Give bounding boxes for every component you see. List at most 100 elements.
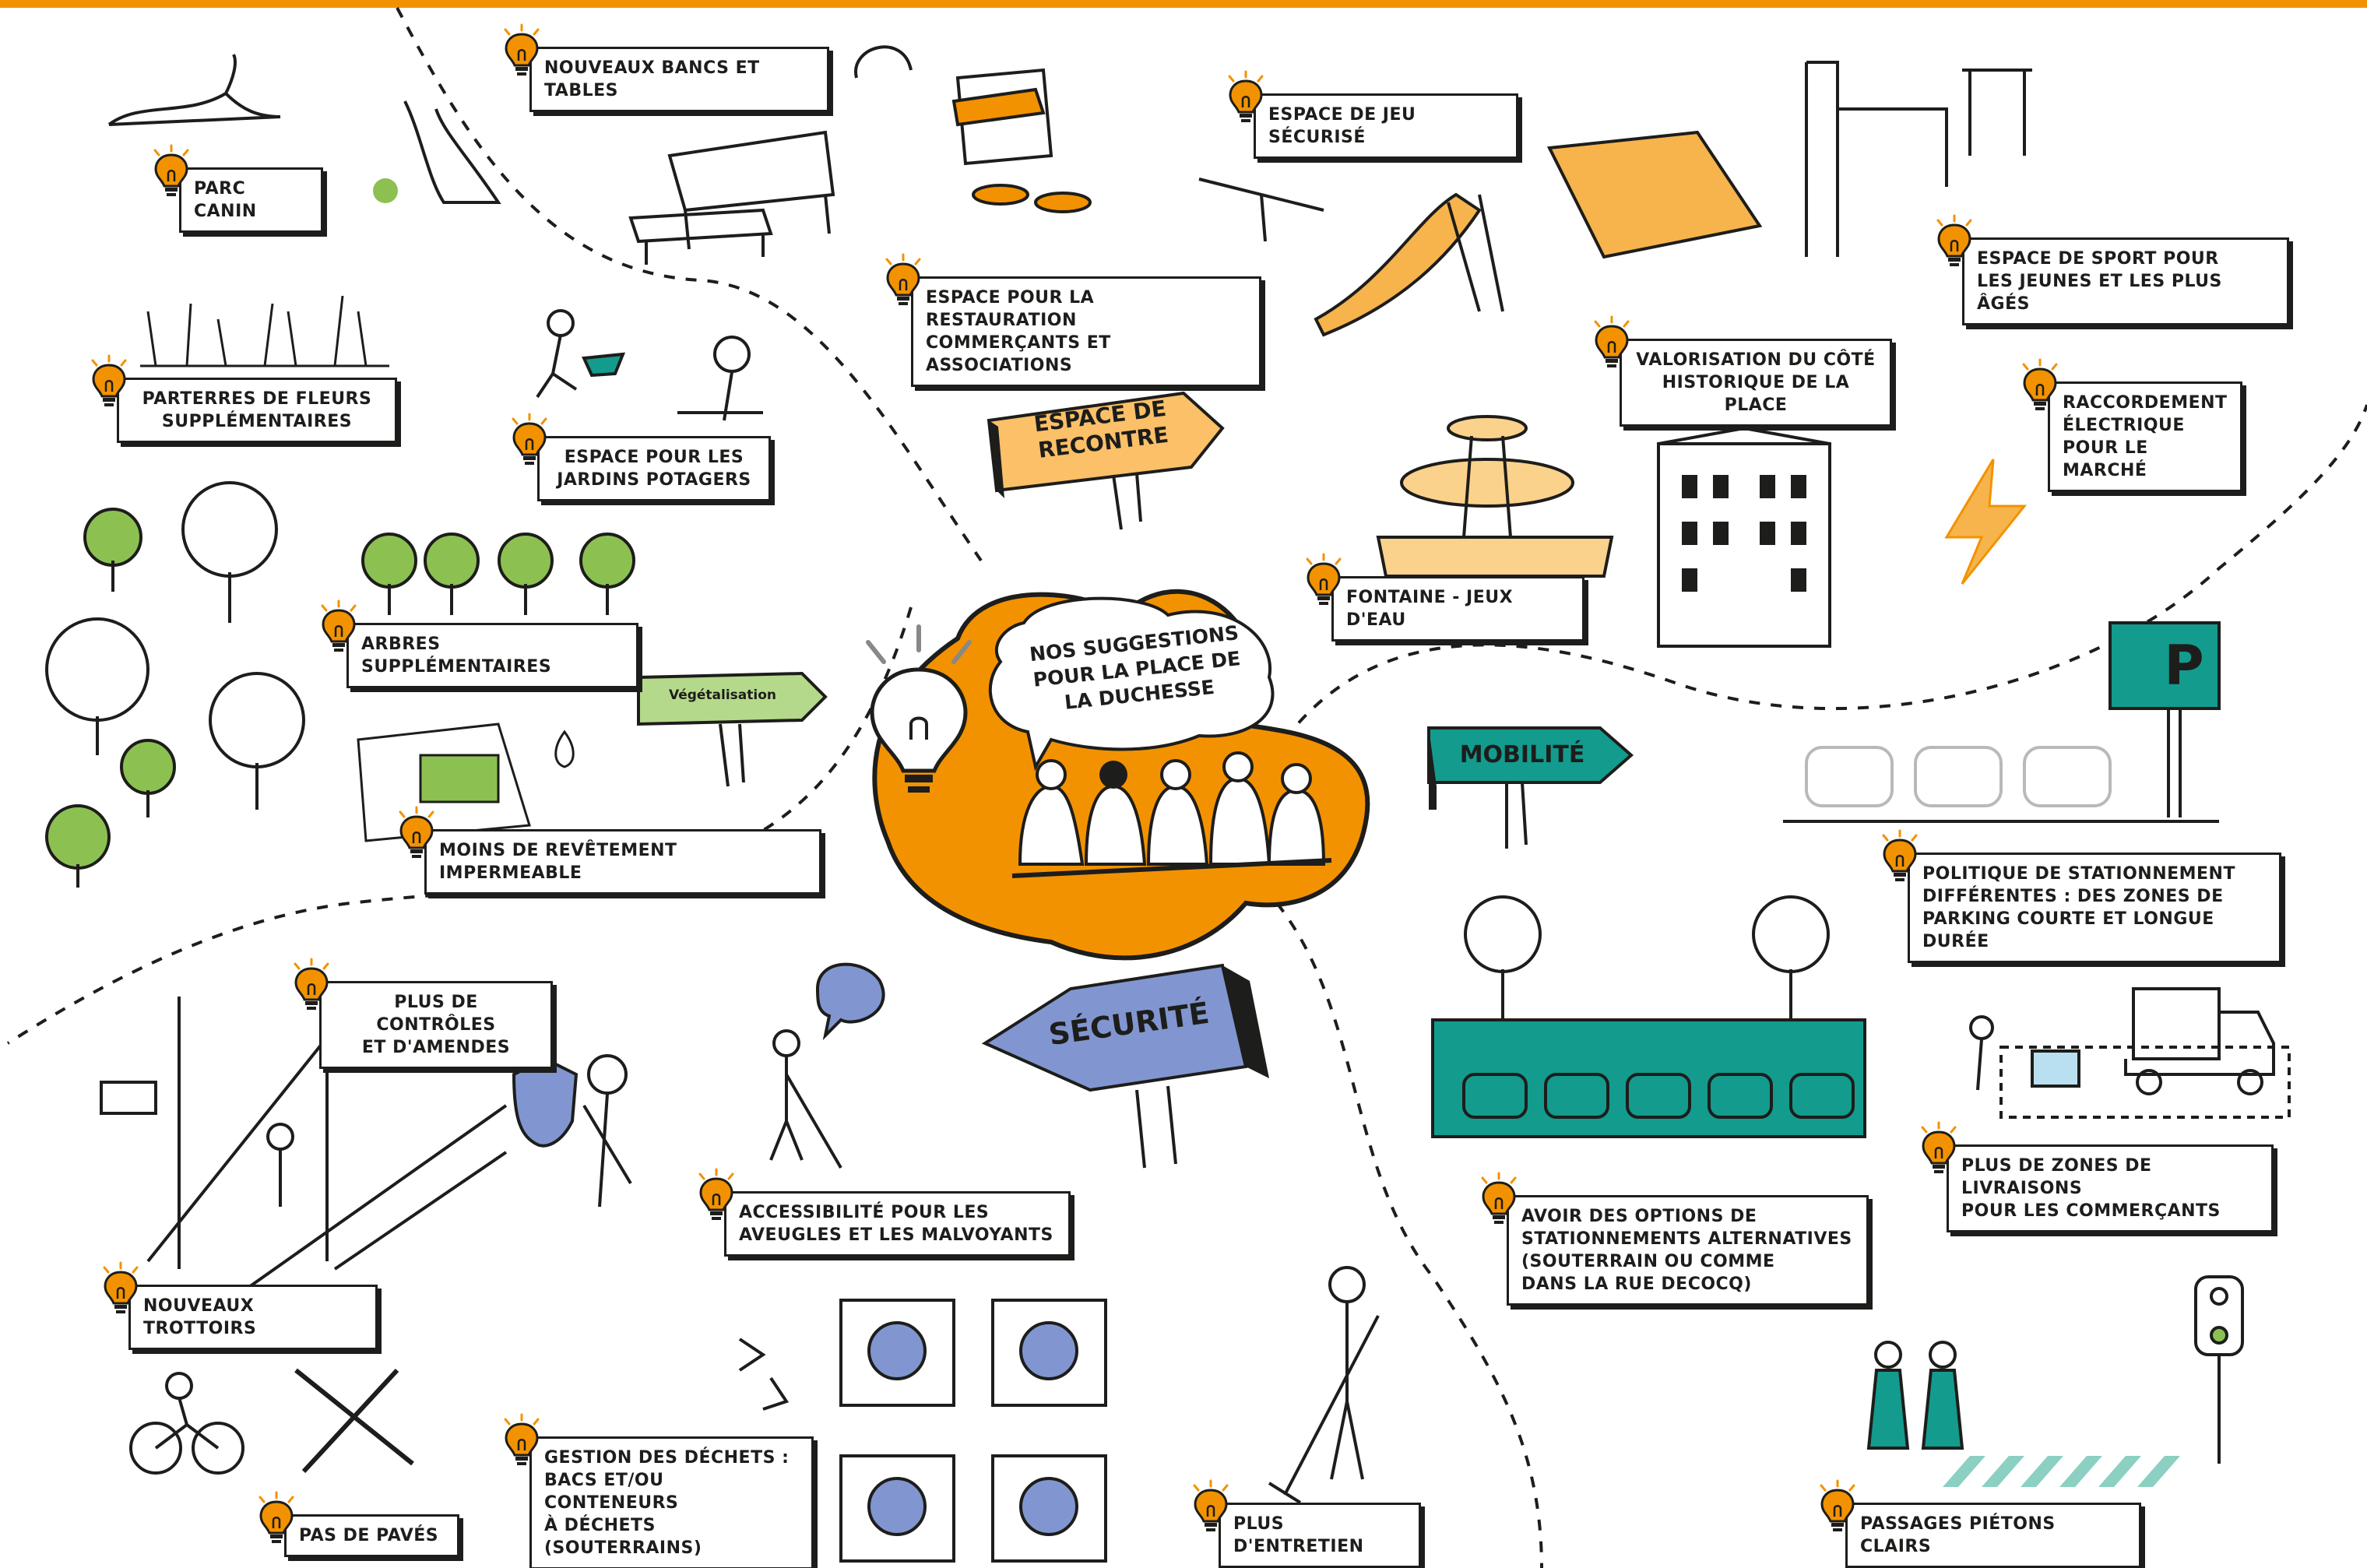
label-line: supplémentaires	[161, 412, 353, 431]
label-line: Nouveaux bancs et tables	[544, 58, 760, 100]
label-aveugles: Accessibilité pour les aveugles et les ma…	[724, 1191, 1071, 1257]
speech-bubble	[988, 596, 1275, 772]
parking-illustration	[1783, 621, 2221, 823]
label-trottoirs: Nouveaux trottoirs	[128, 1285, 378, 1350]
label-line: aveugles et les malvoyants	[739, 1225, 1053, 1245]
label-line: Valorisation du côté	[1636, 350, 1876, 370]
crosswalk-illustration	[1866, 1275, 2244, 1487]
label-line: Parc canin	[194, 179, 257, 221]
label-line: à déchets (souterrains)	[544, 1516, 702, 1558]
sign-vegetalisation	[637, 671, 828, 787]
label-line: commerçants et associations	[926, 333, 1111, 375]
lightbulb-icon	[1594, 315, 1630, 367]
lightbulb-icon	[1820, 1479, 1855, 1531]
label-line: Espace de jeu sécurisé	[1268, 105, 1416, 147]
lightbulb-icon	[885, 253, 921, 305]
bench-icon	[667, 130, 835, 250]
sign-securite	[981, 963, 1269, 1169]
lightbulb-icon	[321, 599, 357, 652]
label-entretien: Plus d'entretien	[1219, 1503, 1421, 1568]
label-line: Espace pour la restauration	[926, 288, 1095, 330]
label-line: Plus d'entretien	[1233, 1514, 1364, 1556]
label-line: Espace pour les	[564, 448, 744, 467]
sandbox-icon	[1546, 130, 1763, 259]
lightbulb-icon	[1481, 1172, 1517, 1224]
label-paves: Pas de pavés	[284, 1514, 459, 1557]
label-fleurs: Parterres de fleurssupplémentaires	[117, 378, 397, 443]
label-options-stationnement: Avoir des options destationnements alter…	[1507, 1195, 1869, 1306]
lightbulb-icon	[259, 1491, 294, 1543]
label-restauration: Espace pour la restaurationcommerçants e…	[911, 276, 1261, 387]
sign-text-vegetalisation: Végétalisation	[668, 687, 777, 703]
boundary-line-top	[396, 7, 983, 562]
center-blob	[866, 589, 1370, 961]
sign-text-mobilite: Mobilité	[1459, 741, 1585, 768]
label-jeu-securise: Espace de jeu sécurisé	[1254, 93, 1518, 159]
label-fontaine: Fontaine - jeux d'eau	[1331, 576, 1584, 642]
sign-espace-de-rencontre	[987, 391, 1225, 530]
lightbulb-icon	[1306, 553, 1342, 605]
boundary-line-right	[1283, 404, 2367, 741]
label-line: Espace de sport pour	[1977, 249, 2219, 269]
surveillance-illustration	[100, 997, 632, 1294]
label-line: Nouveaux trottoirs	[143, 1296, 257, 1338]
cat-icon	[107, 54, 281, 126]
lightbulb-icon	[1921, 1121, 1957, 1173]
lightbulb-icon	[1882, 829, 1918, 881]
lightbulb-icon	[698, 1168, 734, 1220]
kiosk-icon	[955, 68, 1053, 166]
cycling-illustration	[129, 1368, 414, 1475]
lightbulb-icon	[1936, 214, 1972, 266]
label-electrique: Raccordementélectriquepour le marché	[2048, 381, 2242, 492]
lightbulb-icon	[1193, 1479, 1229, 1531]
zone-boundaries	[6, 7, 2367, 1568]
label-line: Moins de revêtement impermeable	[439, 841, 677, 883]
historic-building-illustration	[1657, 426, 1831, 648]
label-livraisons: Plus de zones de livraisons pour les comm…	[1947, 1144, 2274, 1232]
slide-icon	[1314, 192, 1482, 337]
label-line: bacs et/ou conteneurs	[544, 1471, 679, 1513]
boundary-line-bottom	[1275, 902, 1543, 1568]
label-line: Fontaine - jeux d'eau	[1346, 588, 1514, 630]
label-dechets: Gestion des déchets : bacs et/ou conteneu…	[529, 1436, 814, 1568]
label-line: pour les commerçants	[1961, 1201, 2221, 1221]
label-line: pour le marché	[2063, 438, 2148, 480]
top-accent-bar	[0, 0, 2367, 8]
label-revetement: Moins de revêtement impermeable	[424, 829, 821, 895]
fontaine-illustration	[1376, 415, 1614, 578]
lightbulb-icon	[512, 413, 547, 465]
lightbulb-icon	[504, 1413, 540, 1465]
label-arbres: Arbres supplémentaires	[346, 623, 638, 688]
label-line: Raccordement	[2063, 393, 2228, 413]
label-line: Avoir des options de	[1521, 1207, 1757, 1226]
playground-illustration	[1198, 61, 2032, 337]
label-line: Gestion des déchets :	[544, 1448, 790, 1468]
sign-mobilite	[1427, 726, 1634, 849]
label-pietons: Passages piétons clairs	[1845, 1503, 2141, 1568]
label-line: Pas de pavés	[299, 1526, 439, 1545]
lightbulb-icon	[399, 806, 434, 858]
label-line: Accessibilité pour les	[739, 1203, 990, 1222]
label-line: Passages piétons clairs	[1860, 1514, 2056, 1556]
permeable-pavement-illustration	[357, 722, 575, 842]
trees-illustration	[45, 481, 635, 888]
label-line: Politique de stationnement	[1922, 864, 2235, 884]
label-line: Plus de zones de livraisons	[1961, 1156, 2152, 1198]
label-line: différentes : des zones de	[1922, 887, 2224, 906]
lightning-icon	[1944, 459, 2028, 585]
flower-bed-illustration	[140, 295, 389, 367]
label-line: les jeunes et les plus âgés	[1977, 272, 2222, 314]
lightbulb-icon	[103, 1261, 139, 1313]
dog-icon	[403, 100, 501, 204]
lightbulb-icon	[91, 354, 127, 406]
underground-parking-illustration	[1431, 895, 1866, 1138]
bench-table-illustration	[628, 45, 1092, 265]
people-group-icon	[1011, 751, 1332, 878]
label-line: et d'amendes	[361, 1038, 511, 1057]
label-line: jardins potagers	[557, 470, 751, 490]
label-potagers: Espace pour les jardins potagers	[537, 436, 771, 501]
table-icon	[628, 208, 773, 265]
sport-frame-icon	[1805, 61, 1948, 257]
